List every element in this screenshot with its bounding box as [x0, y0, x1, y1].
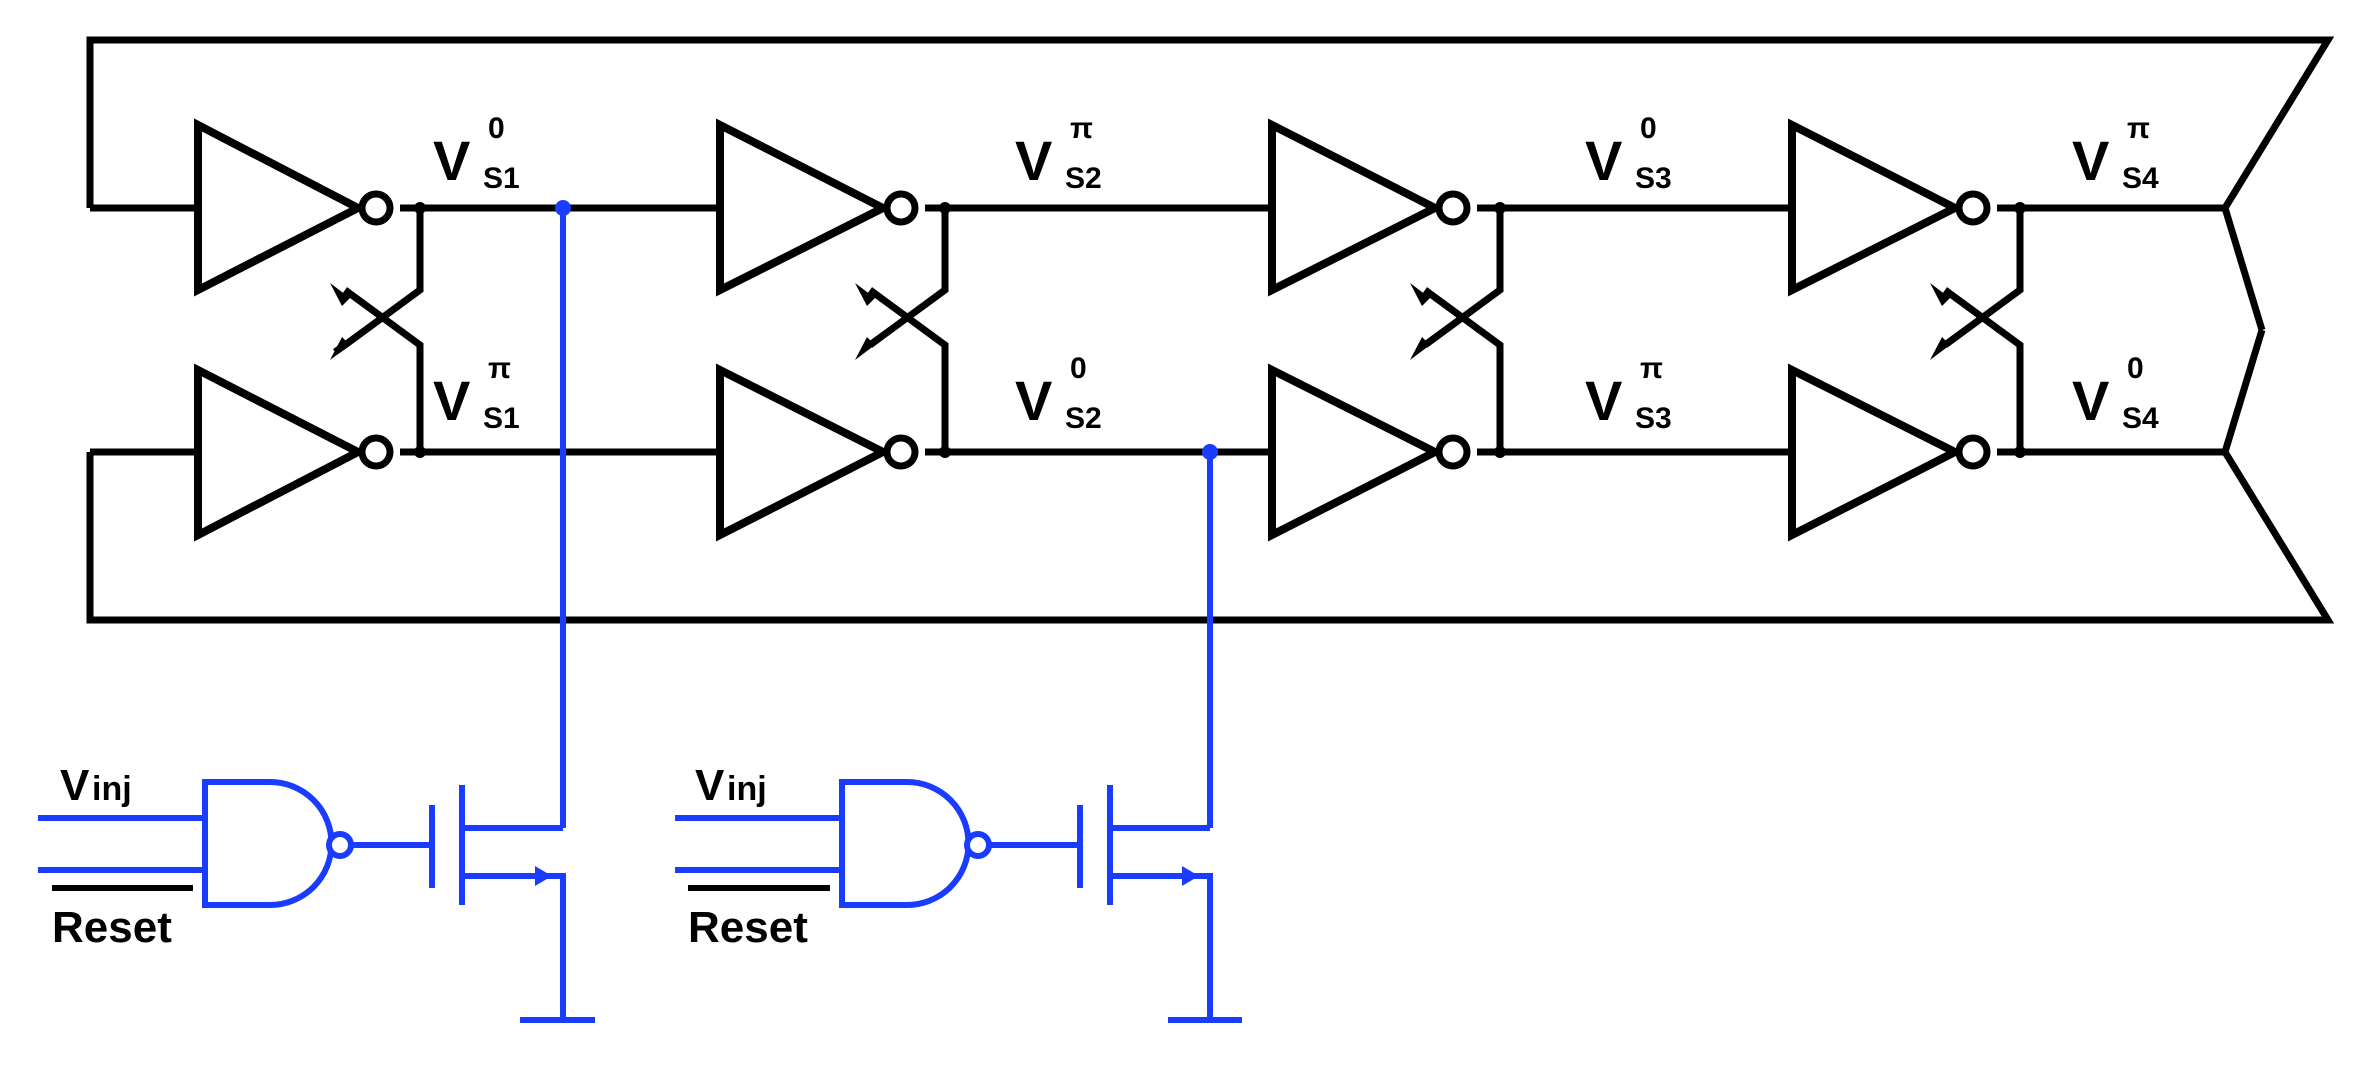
label-top-1-sup: 0 [488, 112, 505, 145]
inverter-bottom-1 [194, 363, 367, 542]
inverter-bubble [1435, 434, 1471, 470]
label-bottom-1-sub: S1 [483, 402, 520, 435]
label-top-3-sup: 0 [1640, 112, 1657, 145]
label-top-3-sub: S3 [1635, 162, 1672, 195]
inverter-bubble [1435, 190, 1471, 226]
label-top-1-base: V [433, 129, 470, 192]
label-top-1-sub: S1 [483, 162, 520, 195]
inverter-top-2 [716, 118, 892, 297]
label-bottom-1-base: V [433, 369, 470, 432]
label-bottom-2-sup: 0 [1070, 352, 1087, 385]
inverter-bubble [883, 190, 919, 226]
label-top-4-sup: π [2127, 112, 2150, 145]
label-bottom-3-base: V [1585, 369, 1622, 432]
inverter-bottom-4 [1788, 363, 1964, 542]
inverter-top-4 [1788, 118, 1964, 297]
inverter-bubble [358, 434, 394, 470]
label-bottom-3-sub: S3 [1635, 402, 1672, 435]
label-bottom-2-sub: S2 [1065, 402, 1102, 435]
nand-gate-2 [839, 779, 972, 908]
label-top-2-base: V [1015, 129, 1052, 192]
signal-wires [90, 204, 2225, 456]
label-bottom-4-base: V [2072, 369, 2109, 432]
reset-label-1: Reset [52, 903, 172, 952]
inverter-bubble [883, 434, 919, 470]
inverter-bubble [358, 190, 394, 226]
label-top-2-sup: π [1070, 112, 1093, 145]
label-bottom-3-sup: π [1640, 352, 1663, 385]
reset-label-2: Reset [688, 903, 808, 952]
injector-2: V inj Reset [675, 444, 1242, 1023]
nand-bubble [964, 831, 992, 859]
nand-bubble [326, 831, 354, 859]
inverter-top-3 [1268, 118, 1444, 297]
vinj-label-2: V [695, 761, 725, 810]
label-top-3-base: V [1585, 129, 1622, 192]
node-labels: V 0 S1 V π S1 V π S2 V 0 S2 V 0 S3 V π S… [433, 112, 2159, 435]
inverter-bubble [1955, 190, 1991, 226]
vinj-label-1: V [60, 761, 90, 810]
vinj-sub-1: inj [92, 770, 132, 808]
label-bottom-1-sup: π [488, 352, 511, 385]
label-top-2-sub: S2 [1065, 162, 1102, 195]
label-bottom-2-base: V [1015, 369, 1052, 432]
inverter-bubble [1955, 434, 1991, 470]
label-bottom-4-sub: S4 [2122, 402, 2159, 435]
nand-gate-1 [202, 779, 335, 908]
stage-1 [194, 118, 426, 542]
inverter-bottom-2 [716, 363, 892, 542]
injector-1: V inj Reset [38, 200, 595, 1023]
inverter-bottom-3 [1268, 363, 1444, 542]
stage-2 [716, 118, 951, 542]
vinj-sub-2: inj [727, 770, 767, 808]
label-top-4-sub: S4 [2122, 162, 2159, 195]
inverter-top-1 [194, 118, 367, 297]
label-bottom-4-sup: 0 [2127, 352, 2144, 385]
stage-3 [1268, 118, 1506, 542]
label-top-4-base: V [2072, 129, 2109, 192]
stage-4 [1788, 118, 2026, 542]
